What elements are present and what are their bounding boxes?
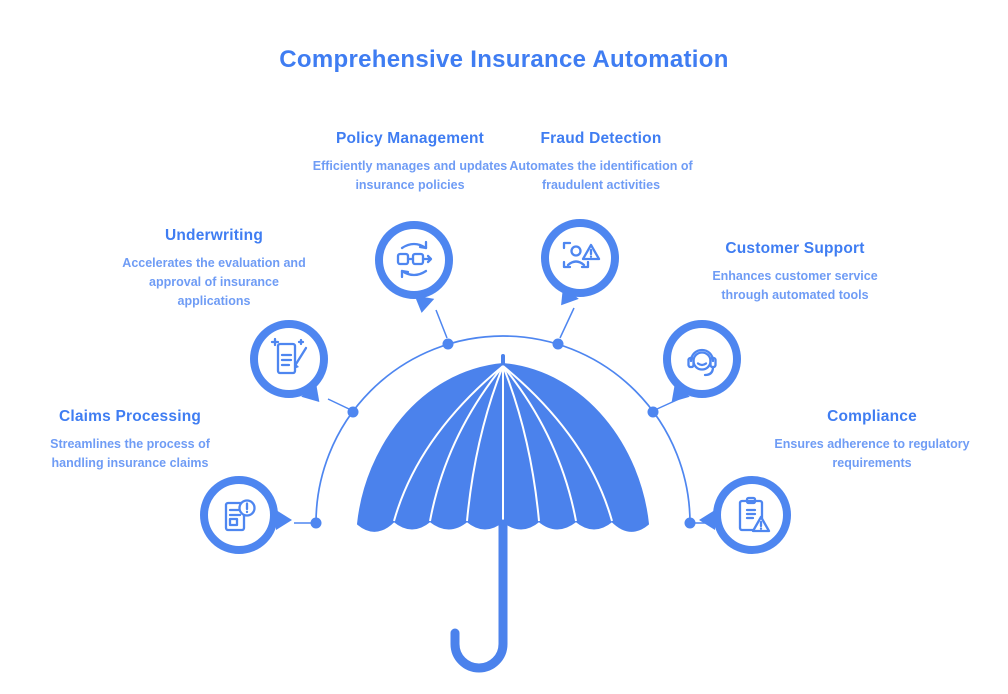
umbrella-handle — [450, 519, 508, 673]
clipboard-warning-icon — [738, 496, 771, 533]
node-title: Compliance — [827, 408, 917, 425]
node-description: Accelerates the evaluation and approval … — [122, 256, 306, 308]
node-description: Automates the identification of fraudule… — [509, 159, 693, 192]
bubble-tail — [276, 510, 292, 530]
node-text-customer-support: Customer Support Enhances customer servi… — [690, 240, 900, 305]
node-description: Efficiently manages and updates insuranc… — [312, 159, 508, 192]
node-text-fraud-detection: Fraud Detection Automates the identifica… — [496, 130, 706, 195]
connection-arc — [294, 307, 712, 524]
node-text-compliance: Compliance Ensures adherence to regulato… — [762, 408, 982, 473]
node-bubble-customer-support — [663, 320, 741, 409]
node-bubble-underwriting — [250, 320, 328, 409]
node-title: Underwriting — [165, 227, 263, 244]
node-bubble-policy-management — [375, 221, 453, 315]
bubble-tail — [699, 510, 715, 530]
diagram-title: Comprehensive Insurance Automation — [279, 46, 729, 73]
node-title: Customer Support — [725, 240, 865, 257]
headset-agent-icon — [687, 348, 717, 377]
workflow-icon — [396, 240, 433, 279]
umbrella — [357, 354, 649, 673]
node-bubble-compliance — [699, 476, 791, 554]
node-title: Fraud Detection — [540, 130, 662, 147]
document-pen-icon — [270, 337, 308, 375]
node-description: Ensures adherence to regulatory requirem… — [774, 437, 970, 470]
node-text-policy-management: Policy Management Efficiently manages an… — [305, 130, 515, 195]
node-description: Enhances customer service through automa… — [712, 269, 878, 302]
node-text-claims-processing: Claims Processing Streamlines the proces… — [35, 408, 225, 473]
node-description: Streamlines the process of handling insu… — [50, 437, 210, 470]
document-alert-icon — [224, 499, 256, 532]
node-bubble-claims-processing — [200, 476, 292, 554]
connection-dots — [310, 338, 696, 529]
bubble-tail — [411, 295, 435, 315]
node-title: Policy Management — [335, 130, 485, 147]
node-bubble-fraud-detection — [541, 219, 619, 312]
node-title: Claims Processing — [58, 408, 202, 425]
node-text-underwriting: Underwriting Accelerates the evaluation … — [114, 227, 314, 310]
person-alert-icon — [562, 241, 601, 269]
